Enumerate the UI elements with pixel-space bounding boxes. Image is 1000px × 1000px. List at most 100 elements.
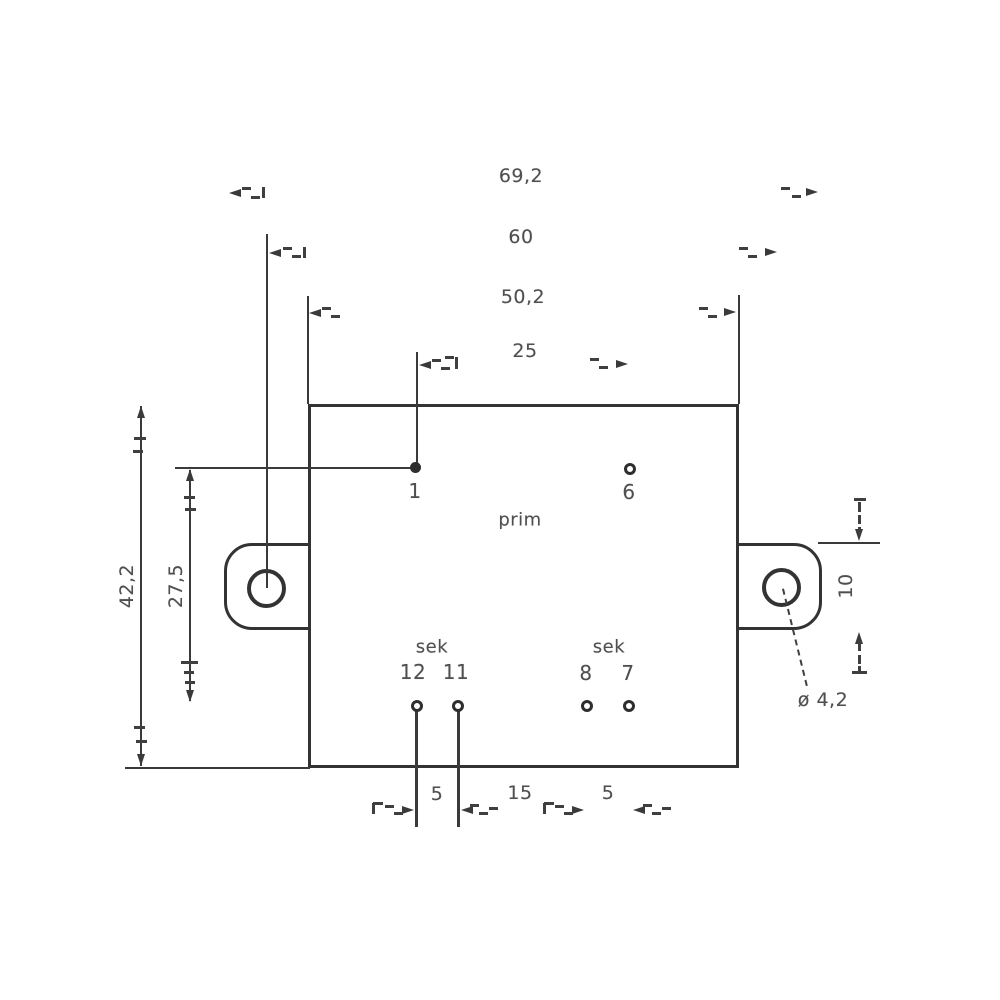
- dash-mark: [134, 726, 145, 729]
- dash-mark: [858, 641, 861, 651]
- winding-label-sek-left: sek: [415, 636, 449, 658]
- dash-mark: [283, 247, 292, 250]
- pin-label-7: 7: [621, 661, 635, 685]
- dash-mark: [858, 515, 861, 524]
- dim-label-flange-height: 10: [835, 573, 857, 599]
- arrowhead: [419, 361, 431, 369]
- arrowhead: [806, 188, 818, 196]
- arrowhead: [402, 806, 414, 814]
- pin-label-1: 1: [408, 479, 422, 503]
- arrowhead: [186, 690, 194, 702]
- arrowhead: [309, 309, 321, 317]
- dash-mark: [445, 356, 454, 359]
- dash-mark: [394, 812, 403, 815]
- dash-mark: [792, 195, 801, 198]
- dash-mark: [185, 681, 195, 684]
- dash-mark: [858, 527, 861, 535]
- arrowhead: [461, 806, 473, 814]
- dash-mark: [555, 805, 564, 808]
- extension-line-pin1: [416, 352, 418, 466]
- dash-mark: [181, 661, 198, 664]
- dim-label-hole-diameter: ø 4,2: [797, 689, 849, 711]
- dash-mark: [739, 247, 748, 250]
- arrowhead: [855, 529, 863, 541]
- dash-mark: [292, 255, 301, 258]
- dash-mark: [543, 803, 546, 814]
- dash-mark: [372, 803, 375, 814]
- right-mounting-hole: [762, 568, 801, 607]
- dim-label-pin-row-spacing: 27,5: [165, 563, 187, 609]
- pin-11-marker: [452, 700, 464, 712]
- dim-label-sek-spacing-left: 5: [430, 783, 444, 805]
- arrowhead: [616, 360, 628, 368]
- extension-line-hole-center-left: [266, 234, 268, 588]
- pin-label-12: 12: [399, 660, 427, 684]
- pin-1-marker: [410, 462, 421, 473]
- dash-mark: [185, 508, 196, 511]
- dash-mark: [544, 802, 554, 805]
- pin-11-lead: [457, 711, 460, 827]
- pin-label-11: 11: [442, 660, 470, 684]
- dash-mark: [136, 740, 147, 743]
- dash-mark: [133, 450, 143, 453]
- dash-mark: [184, 496, 195, 499]
- dash-mark: [643, 804, 652, 807]
- pin-12-marker: [411, 700, 423, 712]
- arrowhead: [633, 806, 645, 814]
- dash-mark: [262, 187, 265, 198]
- pin-12-lead: [415, 711, 418, 827]
- dim-label-sek-spacing-right: 5: [601, 782, 615, 804]
- winding-label-sek-right: sek: [592, 636, 626, 658]
- arrowhead: [855, 632, 863, 644]
- dim-label-body-width: 50,2: [500, 286, 546, 308]
- dash-mark: [852, 671, 867, 674]
- arrowhead: [186, 469, 194, 481]
- dash-mark: [184, 671, 194, 674]
- dash-mark: [858, 502, 861, 512]
- dash-mark: [590, 358, 599, 361]
- dash-mark: [479, 812, 488, 815]
- pin1-leader-line: [175, 467, 411, 469]
- dim-label-hole-spacing: 60: [508, 226, 534, 248]
- arrowhead: [229, 189, 241, 197]
- pin-6-marker: [624, 463, 636, 475]
- arrowhead: [765, 248, 777, 256]
- dash-mark: [251, 196, 260, 199]
- dash-mark: [652, 812, 661, 815]
- pin-8-marker: [581, 700, 593, 712]
- arrowhead: [269, 249, 281, 257]
- dash-mark: [322, 307, 331, 310]
- dim-label-overall-width: 69,2: [498, 165, 544, 187]
- dash-mark: [489, 807, 498, 810]
- dash-mark: [858, 655, 861, 664]
- dash-mark: [854, 498, 866, 501]
- extension-line-body-bottom: [125, 767, 310, 769]
- dim-label-body-height: 42,2: [116, 563, 138, 609]
- dimension-line-pin-row-spacing: [189, 470, 191, 701]
- dash-mark: [662, 807, 671, 810]
- pin-7-marker: [623, 700, 635, 712]
- pin-label-8: 8: [579, 661, 593, 685]
- dash-mark: [599, 366, 608, 369]
- dash-mark: [385, 805, 394, 808]
- dash-mark: [455, 357, 458, 369]
- dimension-line-body-height: [140, 406, 142, 766]
- dash-mark: [242, 187, 251, 190]
- dash-mark: [432, 359, 441, 362]
- pin-label-6: 6: [622, 480, 636, 504]
- dim-label-prim-pin-spacing: 25: [512, 340, 538, 362]
- extension-line-body-right-edge: [738, 295, 740, 404]
- dash-mark: [441, 367, 450, 370]
- dash-mark: [134, 437, 146, 440]
- dash-mark: [858, 666, 861, 674]
- extension-line-body-left-edge: [307, 296, 309, 404]
- arrowhead: [572, 806, 584, 814]
- extension-line-flange-top-right: [818, 542, 880, 544]
- dash-mark: [331, 315, 340, 318]
- arrowhead: [137, 406, 145, 418]
- winding-label-prim: prim: [498, 509, 542, 531]
- dash-mark: [708, 315, 717, 318]
- dash-mark: [303, 247, 306, 258]
- transformer-body: [308, 404, 739, 768]
